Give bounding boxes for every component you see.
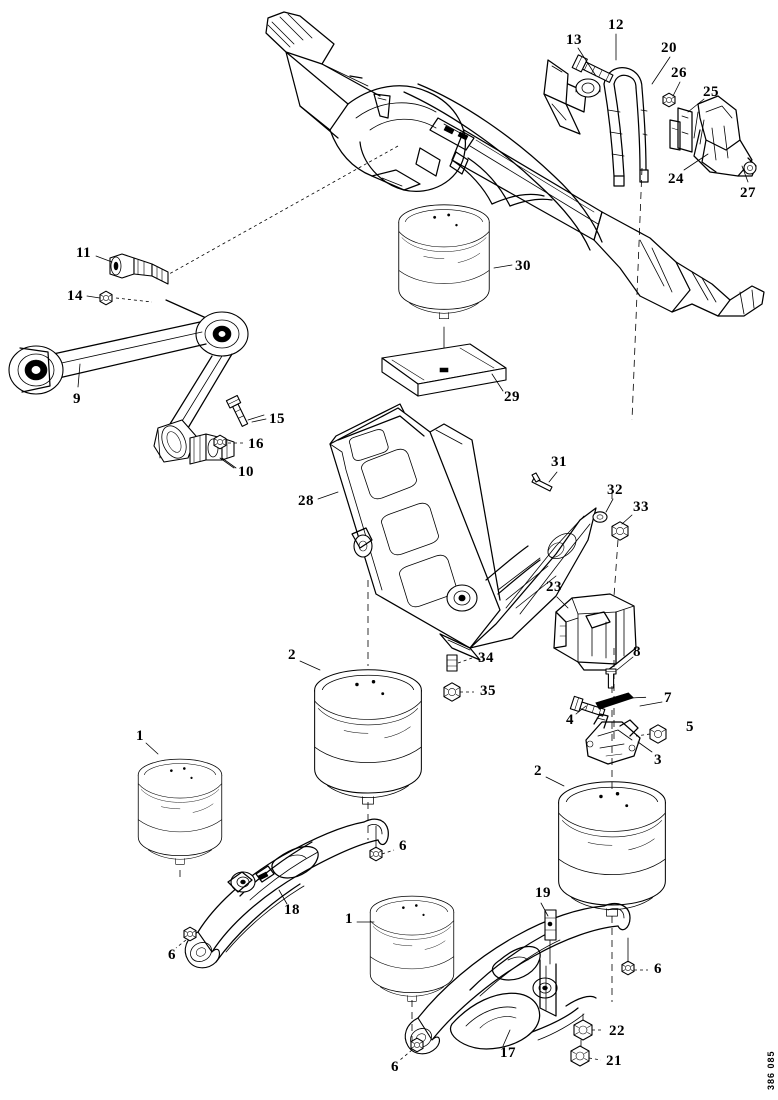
callout-5: 5: [686, 719, 694, 735]
air-spring-2-left: [314, 669, 422, 805]
callout-1-center: 1: [345, 911, 353, 927]
nut-35: [443, 682, 461, 702]
callout-30: 30: [515, 258, 531, 274]
upper-air-spring-30: [398, 204, 490, 371]
callout-20: 20: [661, 40, 677, 56]
callout-25: 25: [703, 84, 719, 100]
callout-19: 19: [535, 885, 551, 901]
callout-23: 23: [546, 579, 562, 595]
callout-34: 34: [478, 650, 494, 666]
hanger-bracket-28: [329, 403, 597, 661]
callout-13: 13: [566, 32, 582, 48]
bracket-23: [553, 593, 637, 671]
upper-mount-3: [585, 713, 641, 765]
callout-16: 16: [248, 436, 264, 452]
callout-12: 12: [608, 17, 624, 33]
callout-26: 26: [671, 65, 687, 81]
callout-8: 8: [633, 644, 641, 660]
air-spring-2-right: [558, 781, 666, 917]
drawing-number: 386 085: [766, 1050, 776, 1090]
air-spring-1-left: [137, 758, 223, 865]
callout-24: 24: [668, 171, 684, 187]
callout-15: 15: [269, 411, 285, 427]
callout-2-upper-left: 2: [288, 647, 296, 663]
mounting-plate-29: [381, 343, 507, 397]
callout-11: 11: [76, 245, 92, 261]
callout-33: 33: [633, 499, 649, 515]
axle-housing-assembly: [265, 11, 765, 317]
callout-35: 35: [480, 683, 496, 699]
callout-10: 10: [238, 464, 254, 480]
callout-29: 29: [504, 389, 520, 405]
callout-31: 31: [551, 454, 567, 470]
callout-7: 7: [664, 690, 672, 706]
callout-2-lower-right: 2: [534, 763, 542, 779]
callout-32: 32: [607, 482, 623, 498]
clamp-7: [595, 692, 647, 710]
callout-17: 17: [500, 1045, 516, 1061]
callout-3: 3: [654, 752, 662, 768]
callout-27: 27: [740, 185, 756, 201]
callout-4: 4: [566, 712, 574, 728]
v-rod-torque-arm-assembly: [8, 145, 399, 469]
plate-34: [446, 654, 458, 672]
nut-33: [611, 521, 629, 541]
callout-21: 21: [606, 1053, 622, 1069]
callout-18: 18: [284, 902, 300, 918]
callout-6-arm18-right: 6: [399, 838, 407, 854]
leader-lines: [77, 33, 749, 1047]
control-arm-17: [179, 580, 648, 1067]
callout-9: 9: [73, 391, 81, 407]
callout-6-arm17-right: 6: [654, 961, 662, 977]
callout-6-arm18-left: 6: [168, 947, 176, 963]
callout-28: 28: [298, 493, 314, 509]
control-arm-18: [175, 818, 395, 969]
callout-6-arm17-left: 6: [391, 1059, 399, 1075]
air-spring-1-right: [369, 895, 455, 1002]
callout-1-left: 1: [136, 728, 144, 744]
callout-22: 22: [609, 1023, 625, 1039]
nut-5: [649, 724, 667, 744]
callout-14: 14: [67, 288, 83, 304]
bolt-8: [605, 668, 617, 689]
washer-32: [592, 511, 608, 523]
